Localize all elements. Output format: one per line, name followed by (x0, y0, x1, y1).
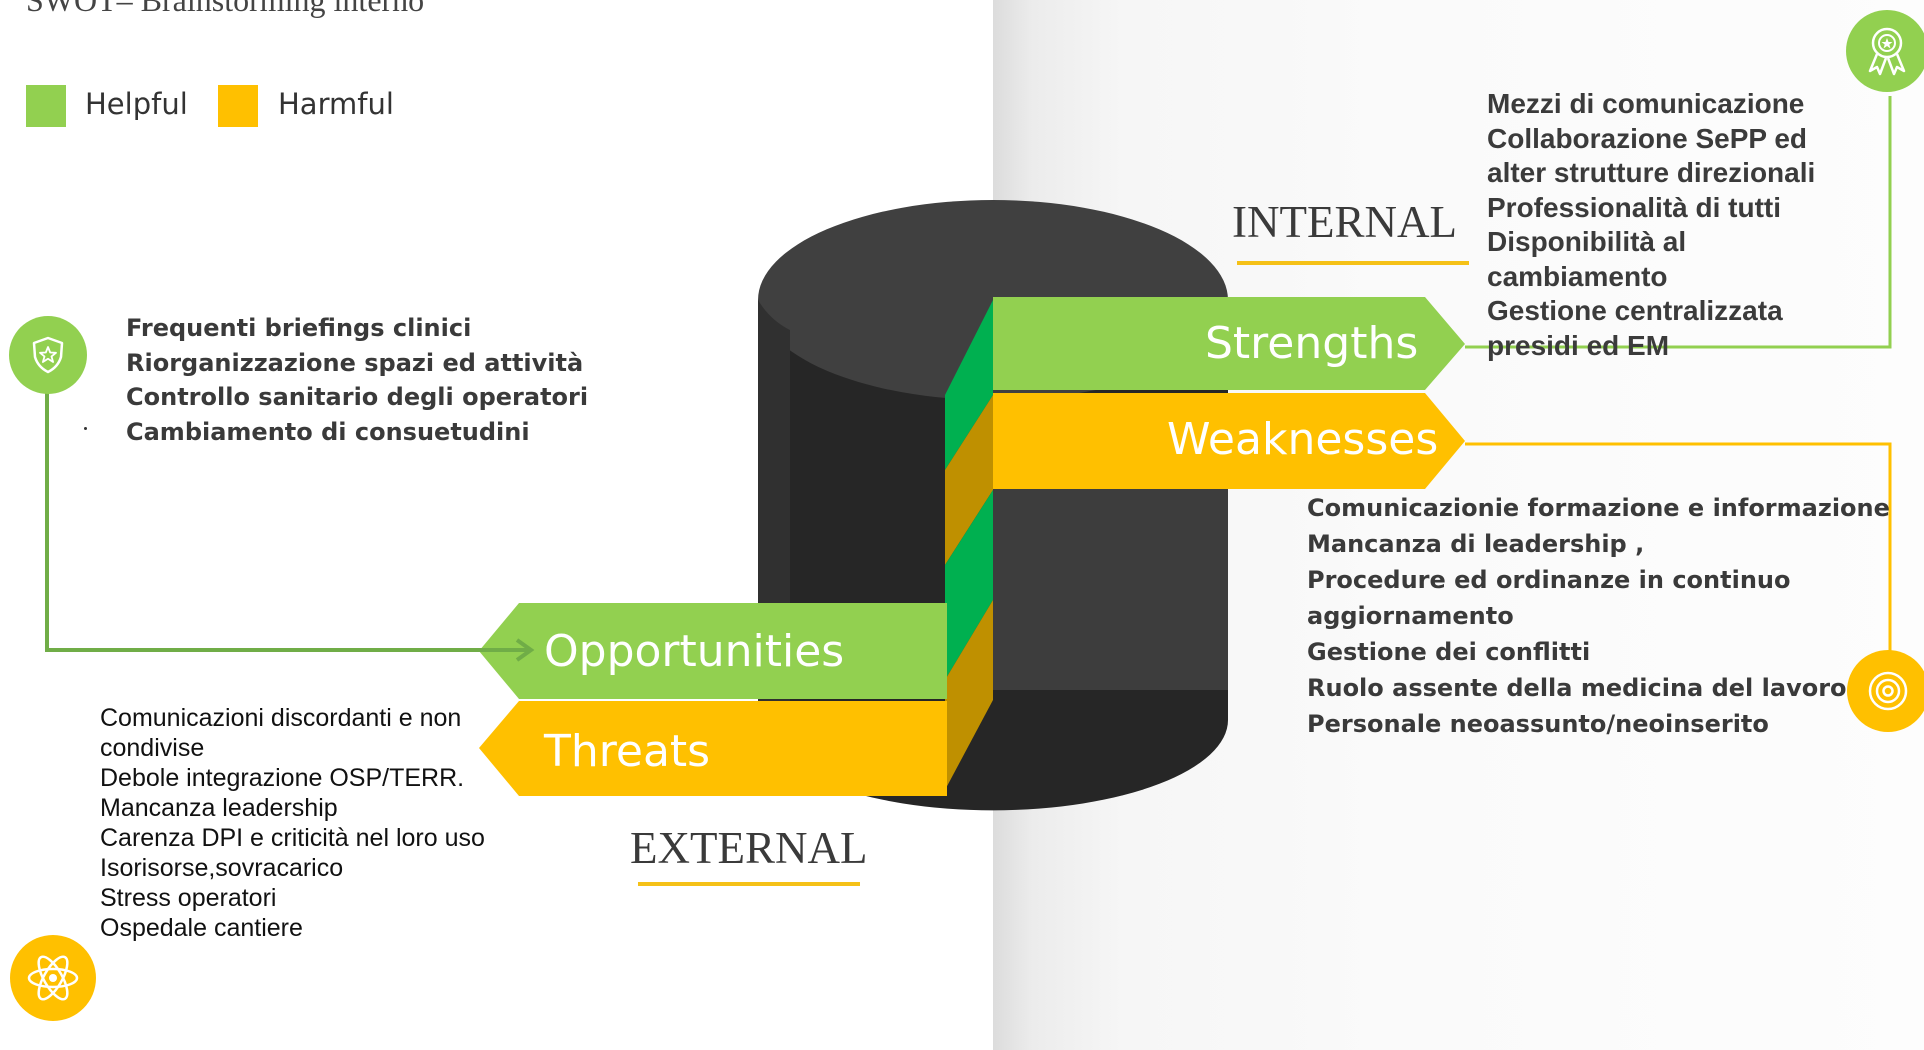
opportunities-arrow (479, 603, 947, 699)
award-ribbon-icon (1846, 10, 1924, 92)
threats-list: Comunicazioni discordanti e non condivis… (100, 703, 485, 943)
threats-arrow (479, 701, 947, 796)
threats-item: Comunicazioni discordanti e non (100, 704, 462, 732)
strengths-item: alter strutture direzionali (1487, 157, 1816, 188)
legend-harmful-label: Harmful (278, 87, 394, 121)
threats-item: Debole integrazione OSP/TERR. (100, 764, 465, 792)
strengths-item: Disponibilità al (1487, 226, 1687, 257)
threats-item: condivise (100, 734, 205, 762)
threats-label: Threats (544, 726, 711, 777)
legend-harmful-swatch (218, 85, 258, 127)
weaknesses-item: Comunicazionie formazione e informazione (1307, 494, 1890, 522)
internal-underline (1237, 261, 1469, 265)
strengths-item: Mezzi di comunicazione (1487, 88, 1805, 119)
weaknesses-connector (1465, 442, 1892, 690)
threats-item: Carenza DPI e criticità nel loro uso (100, 824, 485, 852)
target-icon (1847, 650, 1924, 732)
atom-icon (10, 935, 96, 1021)
strengths-list: Mezzi di comunicazione Collaborazione Se… (1487, 87, 1815, 363)
strip-green-top (945, 300, 993, 470)
strengths-label: Strengths (1205, 318, 1419, 369)
strip-yellow-bottom (945, 600, 993, 790)
strengths-item: cambiamento (1487, 260, 1668, 292)
opportunities-list: Frequenti briefings clinici Riorganizzaz… (126, 311, 588, 449)
external-underline (638, 882, 860, 886)
legend-helpful-label: Helpful (85, 87, 188, 121)
opportunities-connector-arrowhead (515, 638, 535, 662)
opportunities-connector (45, 377, 531, 652)
threats-item: Stress operatori (100, 884, 277, 912)
weaknesses-item: Ruolo assente della medicina del lavoro (1307, 674, 1847, 702)
threats-item: Isorisorse,sovracarico (100, 854, 344, 882)
opportunities-item: Riorganizzazione spazi ed attività (126, 348, 584, 377)
strip-green-bottom (945, 490, 993, 680)
external-heading: EXTERNAL (630, 823, 868, 873)
opportunities-item: Cambiamento di consuetudini (126, 417, 530, 446)
weaknesses-item: Personale neoassunto/neoinserito (1307, 710, 1769, 738)
strengths-item: Collaborazione SePP ed (1487, 122, 1808, 154)
strip-yellow-top (945, 395, 993, 565)
weaknesses-item: aggiornamento (1307, 602, 1514, 630)
opportunities-item: Frequenti briefings clinici (126, 314, 472, 342)
weaknesses-list: Comunicazionie formazione e informazione… (1307, 490, 1890, 742)
weaknesses-arrow (993, 393, 1465, 489)
stray-dot (84, 427, 87, 430)
internal-heading: INTERNAL (1232, 197, 1457, 247)
strengths-arrow (993, 297, 1465, 390)
weaknesses-item: Gestione dei conflitti (1307, 638, 1591, 666)
strengths-item: presidi ed EM (1487, 329, 1670, 361)
weaknesses-label: Weaknesses (1167, 414, 1439, 465)
strengths-item: Gestione centralizzata (1487, 295, 1783, 326)
threats-item: Mancanza leadership (100, 794, 338, 822)
opportunities-label: Opportunities (544, 626, 845, 677)
weaknesses-item: Mancanza di leadership , (1307, 530, 1645, 558)
strengths-connector (1465, 96, 1892, 349)
threats-item: Ospedale cantiere (100, 914, 303, 942)
opportunities-item: Controllo sanitario degli operatori (126, 383, 589, 411)
shield-star-icon (9, 316, 87, 394)
page-title: SWOT– Brainstorming interno (26, 0, 425, 18)
cylinder-cut-face (993, 480, 1228, 690)
strengths-item: Professionalità di tutti (1487, 191, 1782, 223)
weaknesses-item: Procedure ed ordinanze in continuo (1307, 566, 1791, 594)
legend-helpful-swatch (26, 85, 66, 127)
